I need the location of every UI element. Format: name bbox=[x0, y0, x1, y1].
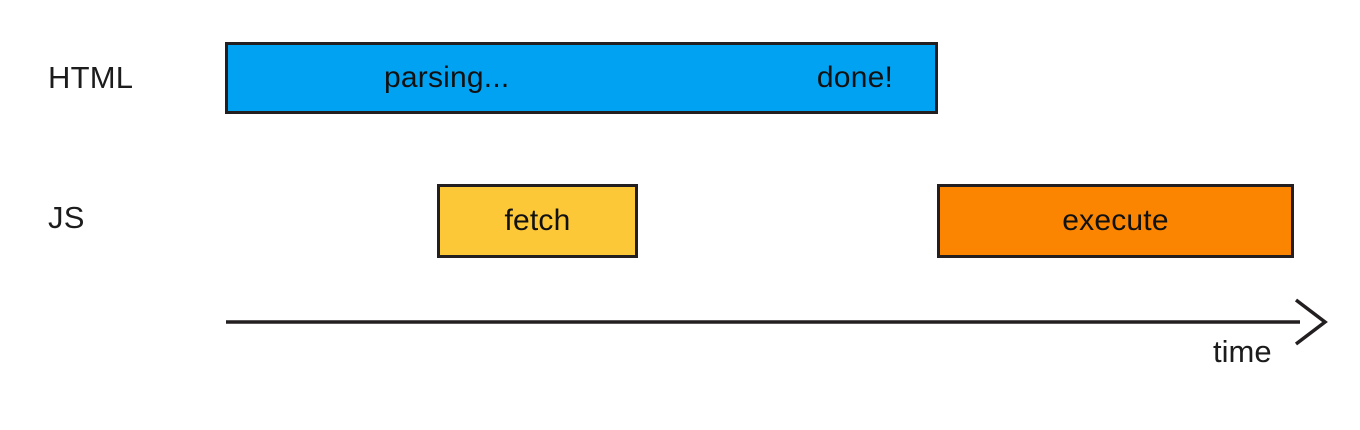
bar-label-parsing: parsing... bbox=[384, 61, 510, 94]
bar-label-done: done! bbox=[816, 61, 893, 94]
arrow-right-icon bbox=[1294, 298, 1328, 346]
row-label-js: JS bbox=[48, 200, 85, 235]
bar-js-fetch: fetch bbox=[437, 184, 638, 258]
bar-label-execute: execute bbox=[1062, 204, 1169, 237]
bar-html-parsing: parsing... done! bbox=[225, 42, 938, 114]
time-axis-label: time bbox=[1213, 334, 1272, 369]
bar-label-fetch: fetch bbox=[504, 204, 571, 237]
row-label-html: HTML bbox=[48, 60, 134, 95]
bar-js-execute: execute bbox=[937, 184, 1294, 258]
